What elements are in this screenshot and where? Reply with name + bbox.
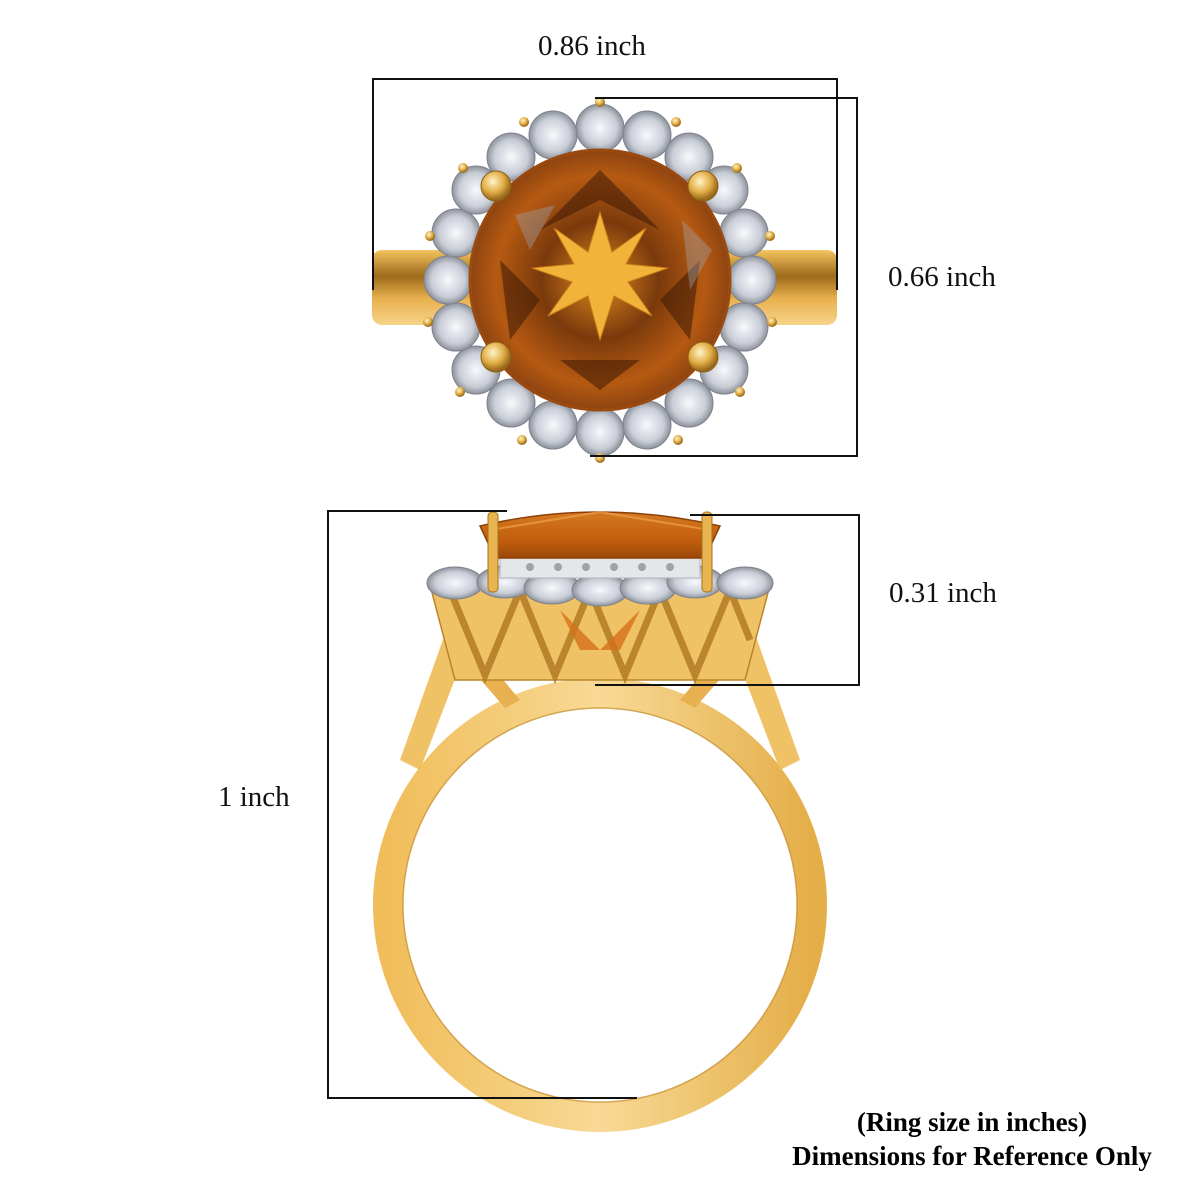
ring-shank (373, 678, 827, 1132)
top-width-bracket-right (836, 78, 838, 290)
side-total-bracket-left (327, 510, 329, 1099)
side-gemstone (478, 511, 722, 559)
side-head-bracket-bottom (595, 684, 860, 686)
side-total-bracket-bottom (327, 1097, 637, 1099)
footer-ring-size-note: (Ring size in inches) (856, 1107, 1088, 1137)
side-total-bracket-top (327, 510, 507, 512)
footer-note: (Ring size in inches) Dimensions for Ref… (760, 1106, 1184, 1174)
top-width-label: 0.86 inch (538, 30, 646, 62)
side-head-bracket-top (690, 514, 860, 516)
top-height-bracket-top (595, 97, 858, 99)
top-height-label: 0.66 inch (888, 261, 996, 293)
side-total-height-label: 1 inch (218, 781, 290, 813)
top-width-bracket-top (372, 78, 838, 80)
side-head-bracket-right (858, 514, 860, 686)
top-height-bracket-bottom (590, 455, 858, 457)
footer-reference-note: Dimensions for Reference Only (792, 1140, 1152, 1171)
gem-star-facet (531, 210, 669, 342)
side-head-height-label: 0.31 inch (889, 577, 997, 609)
top-width-bracket-left (372, 78, 374, 290)
top-height-bracket-right (856, 97, 858, 457)
